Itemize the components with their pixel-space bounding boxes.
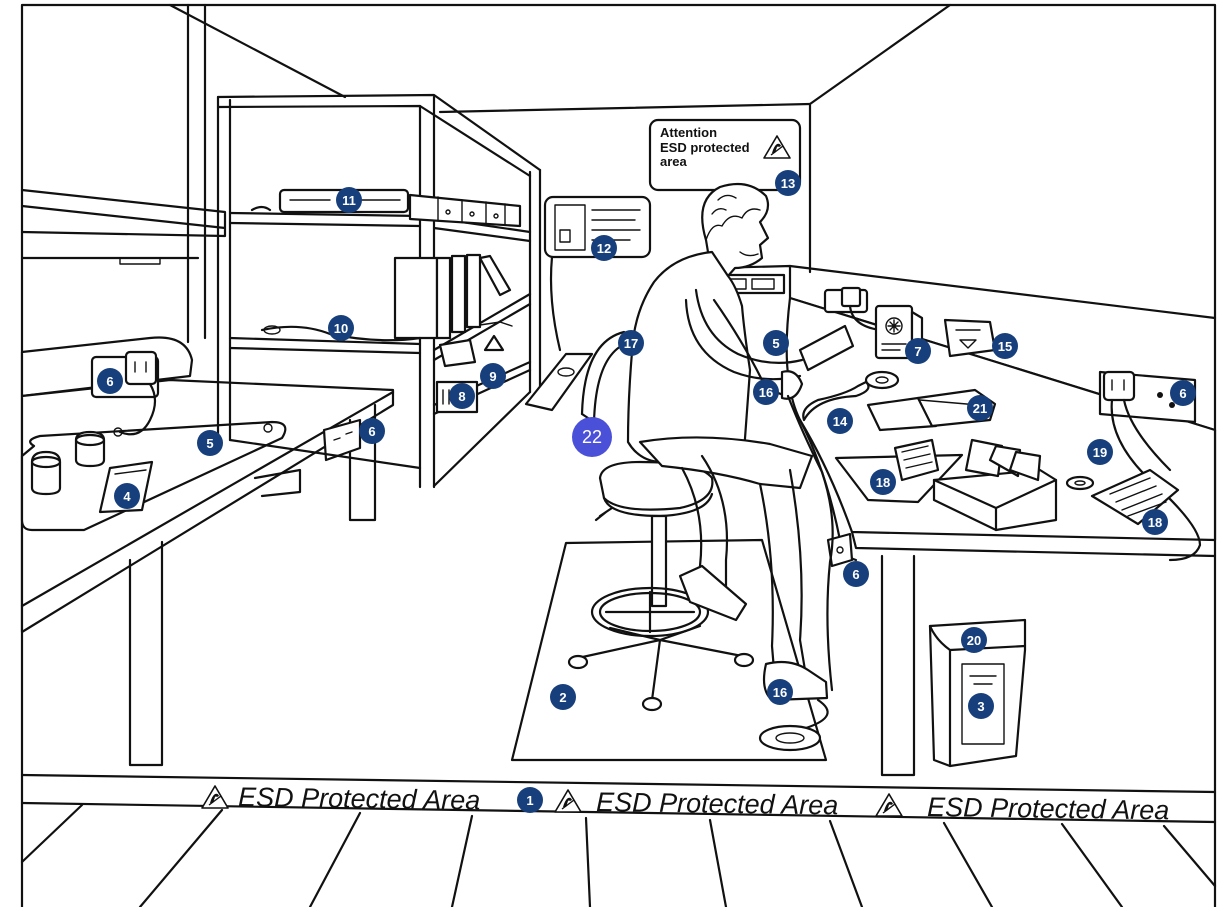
callout-number: 16 bbox=[773, 685, 787, 700]
callout-7: 7 bbox=[905, 338, 931, 364]
callout-number: 6 bbox=[852, 567, 859, 582]
callout-number: 16 bbox=[759, 385, 773, 400]
callout-6-left-outlet: 6 bbox=[97, 368, 123, 394]
callout-3: 3 bbox=[968, 693, 994, 719]
callout-number: 22 bbox=[582, 427, 602, 447]
callout-number: 2 bbox=[559, 690, 566, 705]
callout-number: 10 bbox=[334, 321, 348, 336]
callout-number: 5 bbox=[206, 436, 213, 451]
callout-6-right-outlet: 6 bbox=[1170, 380, 1196, 406]
callout-number: 8 bbox=[458, 389, 465, 404]
callout-18-left: 18 bbox=[870, 469, 896, 495]
soldering-tool-14 bbox=[802, 370, 900, 422]
technician bbox=[626, 182, 855, 702]
callout-number: 14 bbox=[833, 414, 848, 429]
component-containers bbox=[30, 430, 106, 496]
sign-line-2: ESD protected bbox=[660, 140, 750, 155]
circuit-board-18a bbox=[893, 438, 940, 482]
callout-16-foot: 16 bbox=[767, 679, 793, 705]
callout-21: 21 bbox=[967, 395, 993, 421]
callout-15: 15 bbox=[992, 333, 1018, 359]
callout-6-left-bench: 6 bbox=[359, 418, 385, 444]
callout-6-under-bench: 6 bbox=[843, 561, 869, 587]
callout-number: 11 bbox=[342, 193, 356, 208]
callout-5-left-mat: 5 bbox=[197, 430, 223, 456]
callout-4: 4 bbox=[114, 483, 140, 509]
callout-number: 20 bbox=[967, 633, 981, 648]
shelf-device-11 bbox=[250, 188, 522, 228]
callout-number: 7 bbox=[914, 344, 921, 359]
callout-9: 9 bbox=[480, 363, 506, 389]
callout-number: 18 bbox=[1148, 515, 1162, 530]
callout-number: 6 bbox=[106, 374, 113, 389]
callouts: 1 2 3 4 5 5 6 6 6 6 7 8 9 10 11 12 13 14… bbox=[97, 170, 1196, 813]
callout-22: 22 bbox=[572, 417, 612, 457]
callout-number: 12 bbox=[597, 241, 611, 256]
left-bench-ground-outlet bbox=[322, 418, 362, 462]
callout-17: 17 bbox=[618, 330, 644, 356]
esd-waste-bin bbox=[928, 618, 1027, 768]
callout-number: 19 bbox=[1093, 445, 1107, 460]
callout-number: 6 bbox=[1179, 386, 1186, 401]
callout-5-hand: 5 bbox=[763, 330, 789, 356]
callout-2: 2 bbox=[550, 684, 576, 710]
callout-16-wrist: 16 bbox=[753, 379, 779, 405]
callout-number: 4 bbox=[123, 489, 131, 504]
callout-13: 13 bbox=[775, 170, 801, 196]
shelf-instrument-9 bbox=[438, 321, 513, 368]
callout-number: 5 bbox=[772, 336, 779, 351]
callout-11: 11 bbox=[336, 187, 362, 213]
callout-number: 13 bbox=[781, 176, 795, 191]
callout-18-right: 18 bbox=[1142, 509, 1168, 535]
callout-20: 20 bbox=[961, 627, 987, 653]
callout-number: 17 bbox=[624, 336, 638, 351]
heel-ground-plate bbox=[758, 698, 829, 752]
floor-strip-label-2: ESD Protected Area bbox=[596, 787, 839, 820]
sign-line-1: Attention bbox=[660, 125, 717, 140]
binders bbox=[393, 253, 512, 340]
circuit-board-18b bbox=[1090, 468, 1180, 526]
floor-planks bbox=[20, 803, 1217, 907]
workstation-monitor-15 bbox=[943, 318, 997, 358]
callout-number: 21 bbox=[973, 401, 987, 416]
callout-12: 12 bbox=[591, 235, 617, 261]
callout-14: 14 bbox=[827, 408, 853, 434]
esd-warning-icon bbox=[554, 789, 582, 813]
card-storage-box bbox=[932, 438, 1058, 532]
callout-8: 8 bbox=[449, 383, 475, 409]
floor-strip-label-1: ESD Protected Area bbox=[238, 782, 481, 815]
callout-1: 1 bbox=[517, 787, 543, 813]
back-floor-mat bbox=[524, 352, 594, 412]
callout-19: 19 bbox=[1087, 439, 1113, 465]
ground-point-19 bbox=[1065, 475, 1095, 491]
bench-outlet-with-plug bbox=[823, 286, 882, 332]
left-workbench bbox=[20, 336, 395, 767]
esd-floor-strip: ESD Protected Area ESD Protected Area ES… bbox=[20, 773, 1217, 825]
callout-number: 18 bbox=[876, 475, 890, 490]
esd-floor-mat bbox=[510, 538, 828, 762]
right-wall-outlet bbox=[1098, 370, 1202, 562]
callout-number: 15 bbox=[998, 339, 1012, 354]
callout-10: 10 bbox=[328, 315, 354, 341]
callout-number: 3 bbox=[977, 699, 984, 714]
sign-line-3: area bbox=[660, 154, 688, 169]
callout-number: 1 bbox=[526, 793, 533, 808]
esd-warning-icon bbox=[201, 785, 229, 809]
wall-shelf bbox=[20, 188, 227, 265]
wall-information-board bbox=[543, 195, 652, 352]
floor-strip-label-3: ESD Protected Area bbox=[927, 792, 1170, 825]
callout-number: 6 bbox=[368, 424, 375, 439]
esd-warning-icon bbox=[875, 793, 903, 817]
callout-number: 9 bbox=[489, 369, 496, 384]
